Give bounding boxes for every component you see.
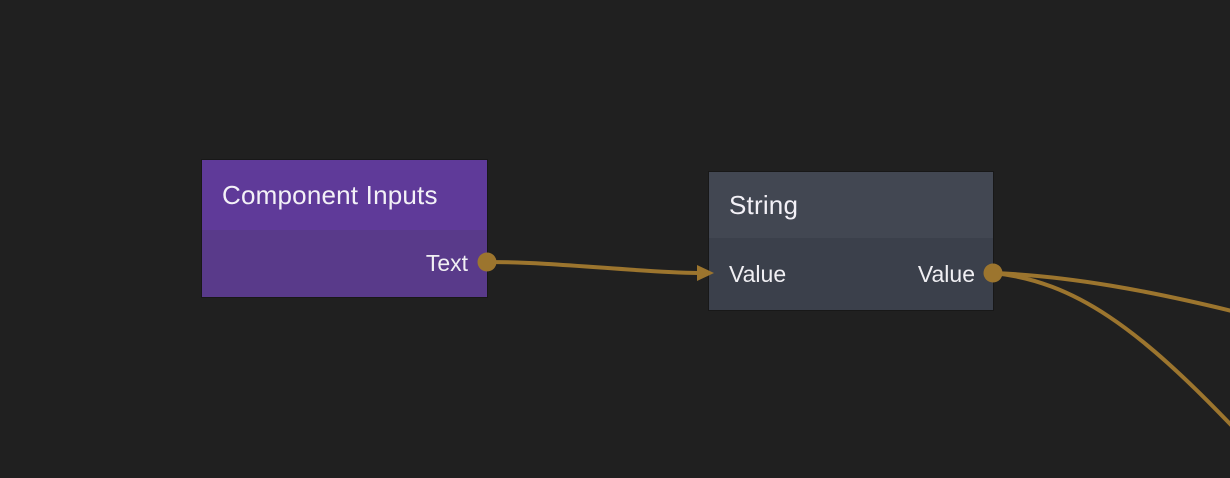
output-port-label-text: Text — [425, 250, 468, 276]
input-arrow-icon — [697, 265, 714, 281]
node-component-inputs-header[interactable]: Component Inputs — [202, 160, 487, 230]
wire-componentinputs-to-string[interactable] — [486, 260, 699, 275]
output-port-value[interactable] — [983, 263, 1003, 283]
node-component-inputs[interactable]: Component Inputs Text — [202, 160, 487, 297]
node-component-inputs-body: Text — [202, 230, 487, 297]
node-string-body: Value Value — [709, 238, 993, 310]
wire-string-offscreen-lower[interactable] — [992, 271, 1230, 427]
node-title: String — [729, 189, 799, 220]
node-string-header[interactable]: String — [709, 172, 993, 238]
input-port-label-value: Value — [729, 260, 787, 287]
output-port-text[interactable] — [477, 252, 497, 272]
wire-string-offscreen-upper[interactable] — [992, 271, 1230, 313]
node-title: Component Inputs — [222, 179, 438, 210]
node-string[interactable]: String Value Value — [709, 172, 993, 310]
output-port-label-value: Value — [917, 260, 975, 287]
